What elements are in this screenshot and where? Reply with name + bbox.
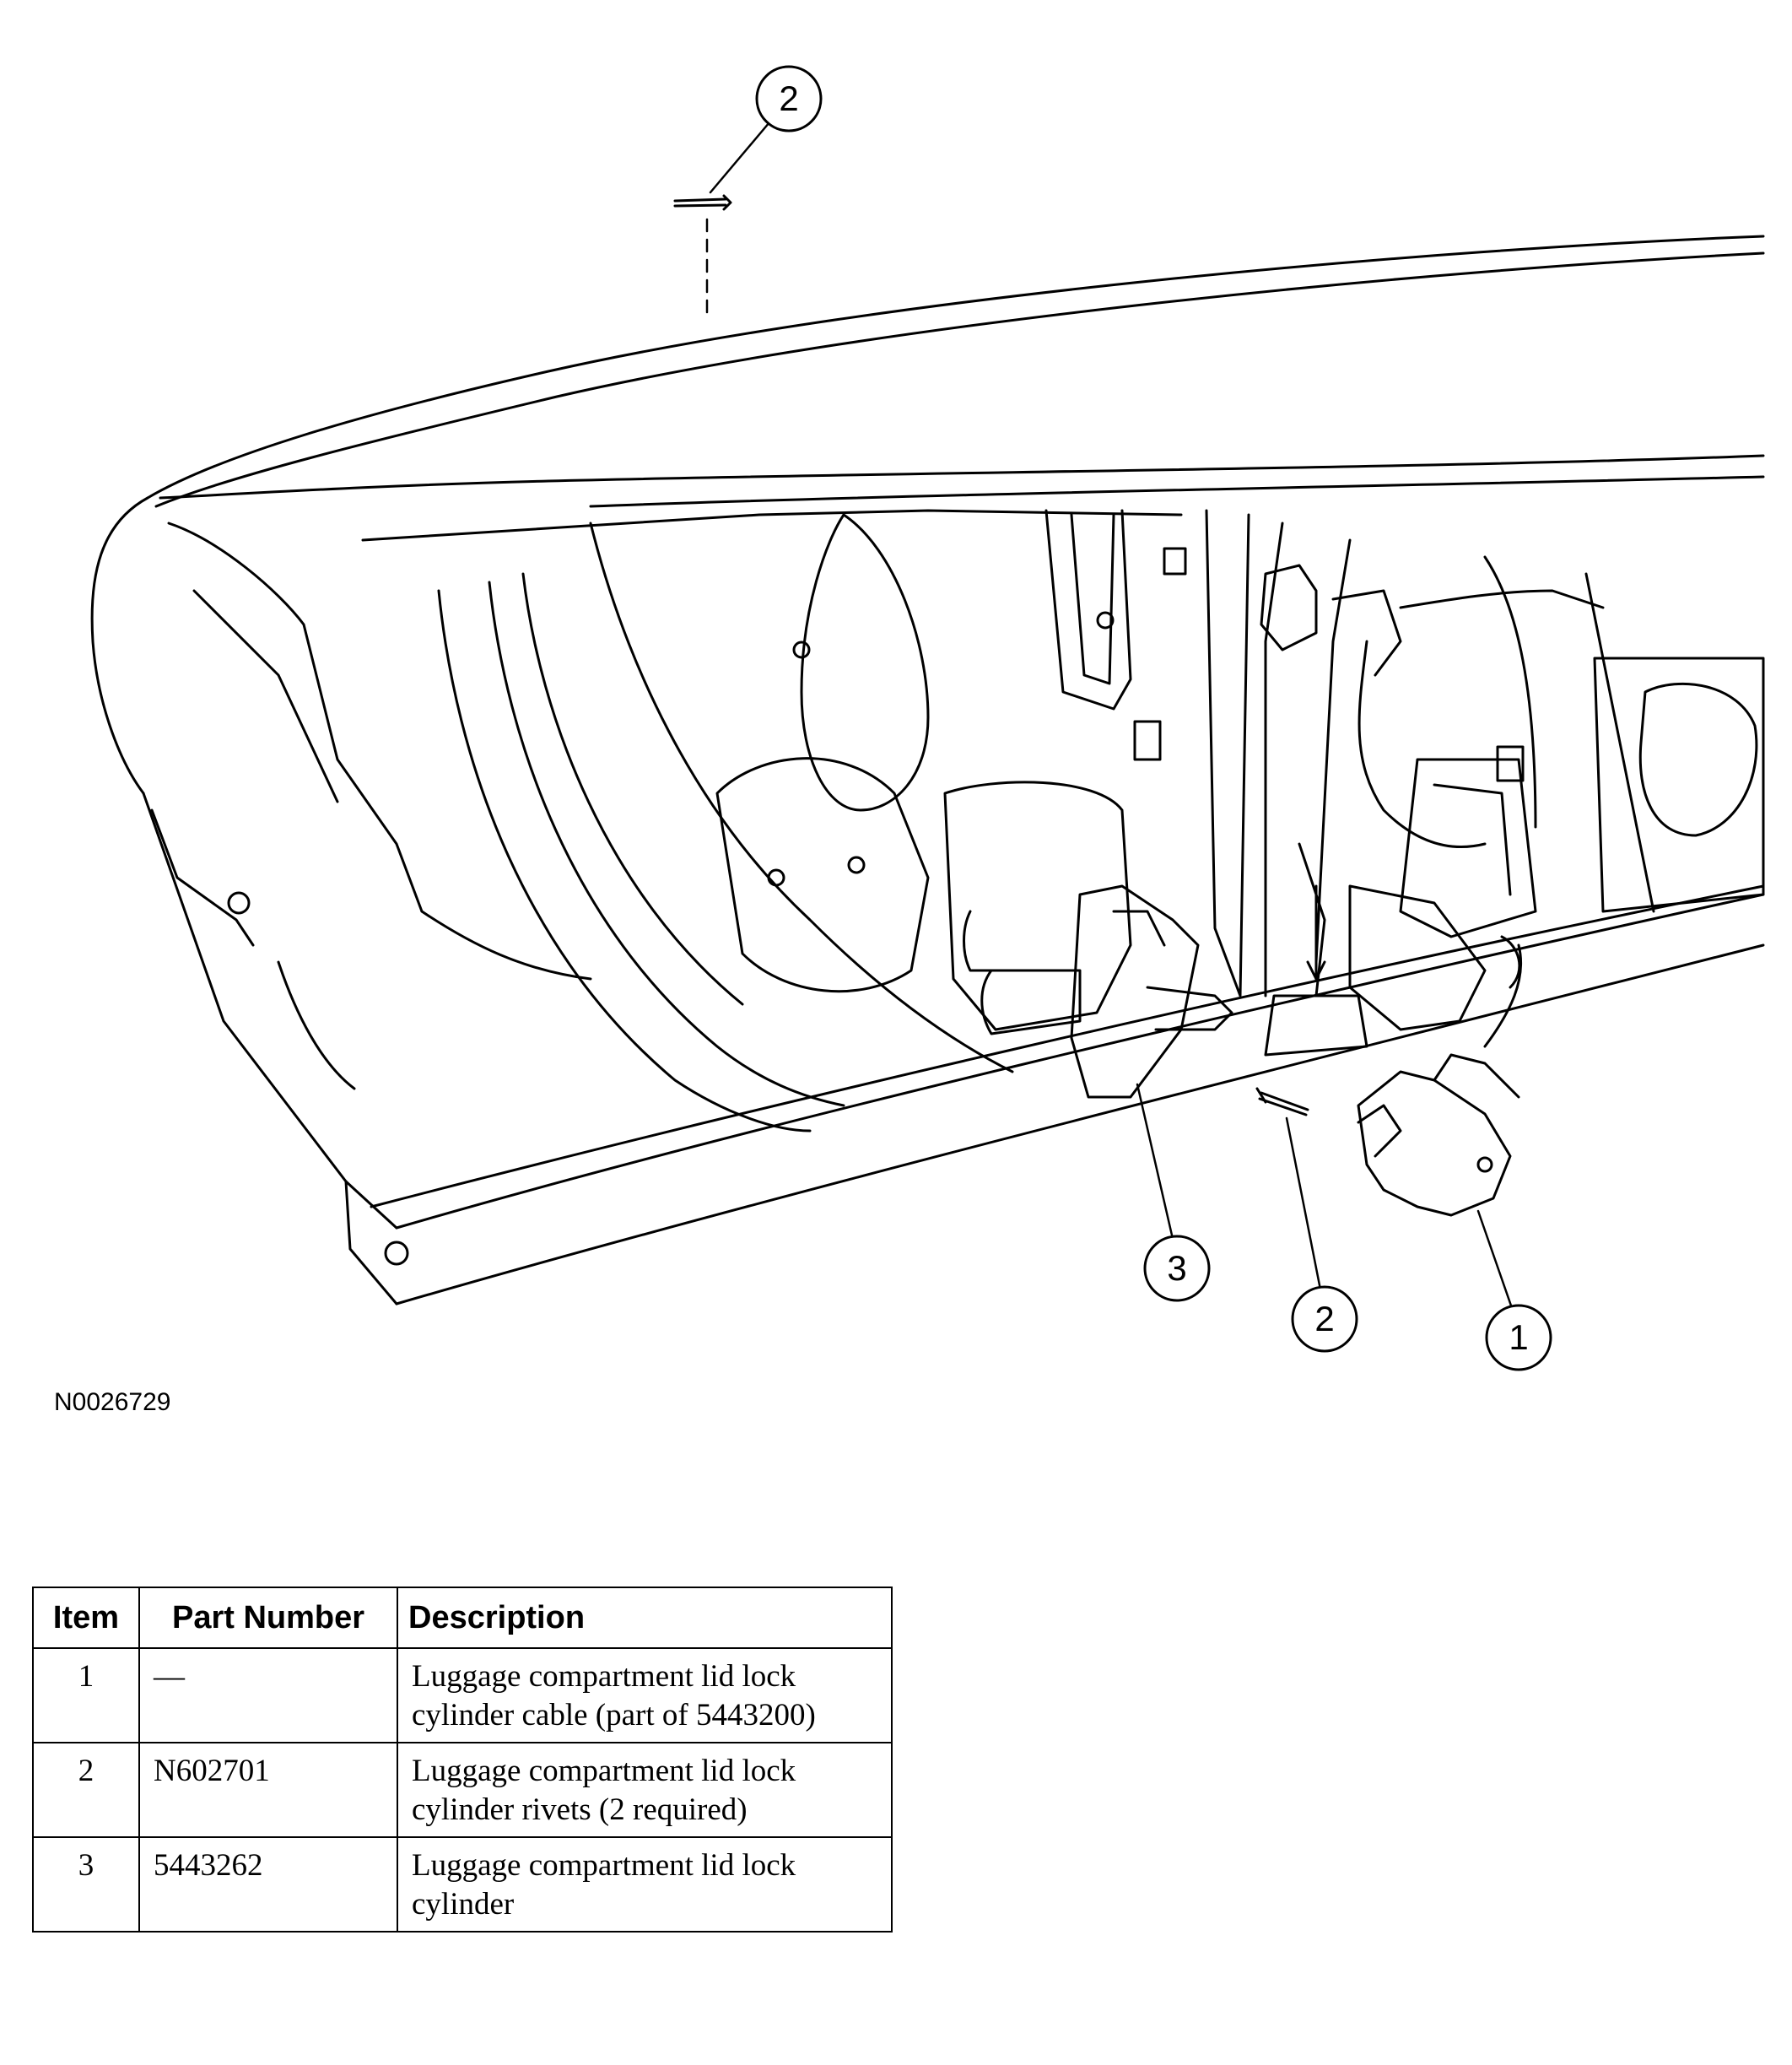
exploded-view-diagram: 2 3 2 1 [90,65,1765,1371]
row-item: 2 [32,1742,140,1838]
table-row: 1 — Luggage compartment lid lock cylinde… [32,1647,893,1743]
row-description: Luggage compartment lid lock cylinder ca… [397,1647,893,1743]
deck-lid-outline [90,235,1765,1305]
svg-text:2: 2 [1314,1299,1334,1338]
svg-text:3: 3 [1167,1248,1186,1288]
svg-text:2: 2 [779,78,798,118]
rivet-top [673,194,732,211]
svg-text:1: 1 [1509,1317,1528,1357]
row-part-number: — [138,1647,398,1743]
row-item: 3 [32,1836,140,1933]
row-part-number: N602701 [138,1742,398,1838]
callout-1: 1 [1485,1304,1552,1371]
table-row: 2 N602701 Luggage compartment lid lock c… [32,1742,893,1838]
table-row: 3 5443262 Luggage compartment lid lock c… [32,1836,893,1933]
callout-2-bottom: 2 [1291,1285,1358,1353]
row-description: Luggage compartment lid lock cylinder ri… [397,1742,893,1838]
header-item: Item [32,1587,140,1649]
row-description: Luggage compartment lid lock cylinder [397,1836,893,1933]
cable-actuator [1357,943,1523,1217]
rivet-bottom [1255,1087,1309,1116]
callout-3: 3 [1143,1235,1211,1302]
header-description: Description [397,1587,893,1649]
figure-id: N0026729 [54,1388,171,1416]
table-header-row: Item Part Number Description [32,1587,893,1649]
callout-2-top: 2 [755,65,823,132]
parts-table: Item Part Number Description 1 — Luggage… [32,1587,893,1933]
header-part-number: Part Number [138,1587,398,1649]
row-item: 1 [32,1647,140,1743]
row-part-number: 5443262 [138,1836,398,1933]
leader-lines [705,121,1514,1310]
latch-assembly [1260,564,1605,1057]
inner-panel [227,509,1765,1266]
lock-cylinder [963,884,1233,1099]
